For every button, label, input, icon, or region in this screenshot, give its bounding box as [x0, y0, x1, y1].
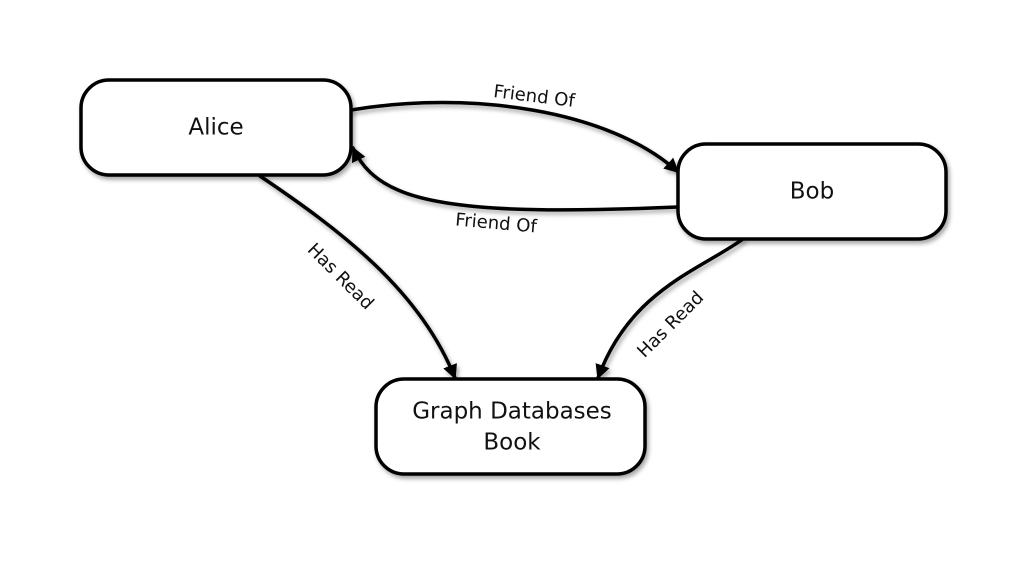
node-book-label-line1: Graph Databases: [412, 399, 612, 425]
edge-label-alice-to-book: Has Read: [303, 239, 378, 314]
edge-alice-to-bob: [349, 100, 680, 174]
edge-label-bob-to-alice: Friend Of: [454, 209, 538, 237]
edge-label-bob-to-book: Has Read: [633, 287, 708, 362]
node-bob-label: Bob: [790, 179, 834, 205]
edge-alice-to-book: [258, 174, 457, 380]
edge-bob-to-alice: [351, 146, 680, 212]
node-alice[interactable]: Alice: [79, 78, 353, 177]
node-book[interactable]: Graph Databases Book: [374, 377, 647, 476]
node-book-label-line2: Book: [483, 430, 541, 456]
node-alice-label: Alice: [188, 115, 243, 141]
edge-bob-to-book: [595, 237, 745, 380]
node-bob[interactable]: Bob: [676, 142, 948, 241]
